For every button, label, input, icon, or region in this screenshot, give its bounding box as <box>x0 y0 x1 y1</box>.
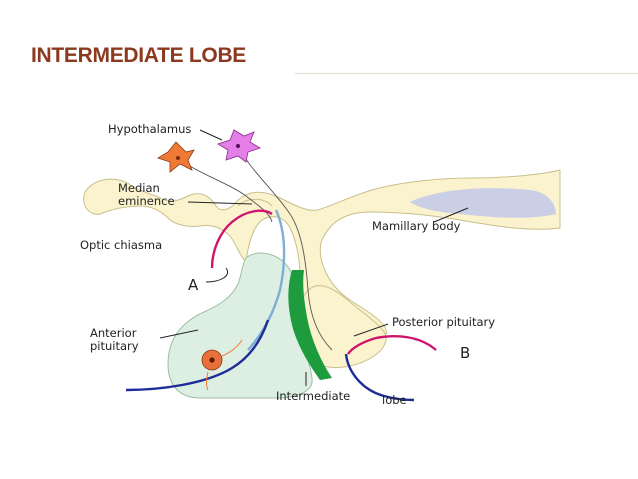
neuron-orange <box>157 141 195 173</box>
portal-vein <box>125 319 270 392</box>
label-intermediate-lobe-part2: lobe <box>382 393 407 407</box>
lead-posterior-pituitary <box>353 323 389 337</box>
label-median-eminence-line2: eminence <box>118 194 175 208</box>
lead-anterior-pituitary <box>159 329 199 339</box>
title-underline <box>295 73 638 74</box>
anterior-pituitary-cell <box>201 339 243 391</box>
neuron-axon-2 <box>179 159 273 223</box>
label-intermediate-lobe-part1: Intermediate <box>276 389 350 403</box>
label-letter-a: A <box>188 276 199 294</box>
label-anterior-pituitary-line2: pituitary <box>90 339 139 353</box>
label-optic-chiasma: Optic chiasma <box>80 238 162 252</box>
label-letter-b: B <box>460 344 470 362</box>
lead-letter-a <box>205 267 228 283</box>
artery-a <box>210 209 273 269</box>
label-posterior-pituitary: Posterior pituitary <box>392 315 495 329</box>
slide-title: INTERMEDIATE LOBE <box>31 44 247 67</box>
anterior-lobe <box>167 252 313 399</box>
neuron-pink <box>217 129 261 163</box>
lead-median-eminence <box>187 201 253 205</box>
neuron-axon-1 <box>237 145 333 351</box>
label-mamillary-body: Mamillary body <box>372 219 461 233</box>
label-anterior-pituitary-line1: Anterior <box>90 326 137 340</box>
artery-b <box>347 335 437 355</box>
intermediate-lobe <box>288 270 332 380</box>
mamillary-body-shading <box>410 188 556 218</box>
lead-mamillary-body <box>433 207 469 223</box>
label-median-eminence-line1: Median <box>118 181 160 195</box>
posterior-vein <box>344 353 415 402</box>
portal-capillary <box>247 209 286 351</box>
lead-hypothalamus <box>199 129 223 141</box>
label-hypothalamus: Hypothalamus <box>108 122 191 136</box>
